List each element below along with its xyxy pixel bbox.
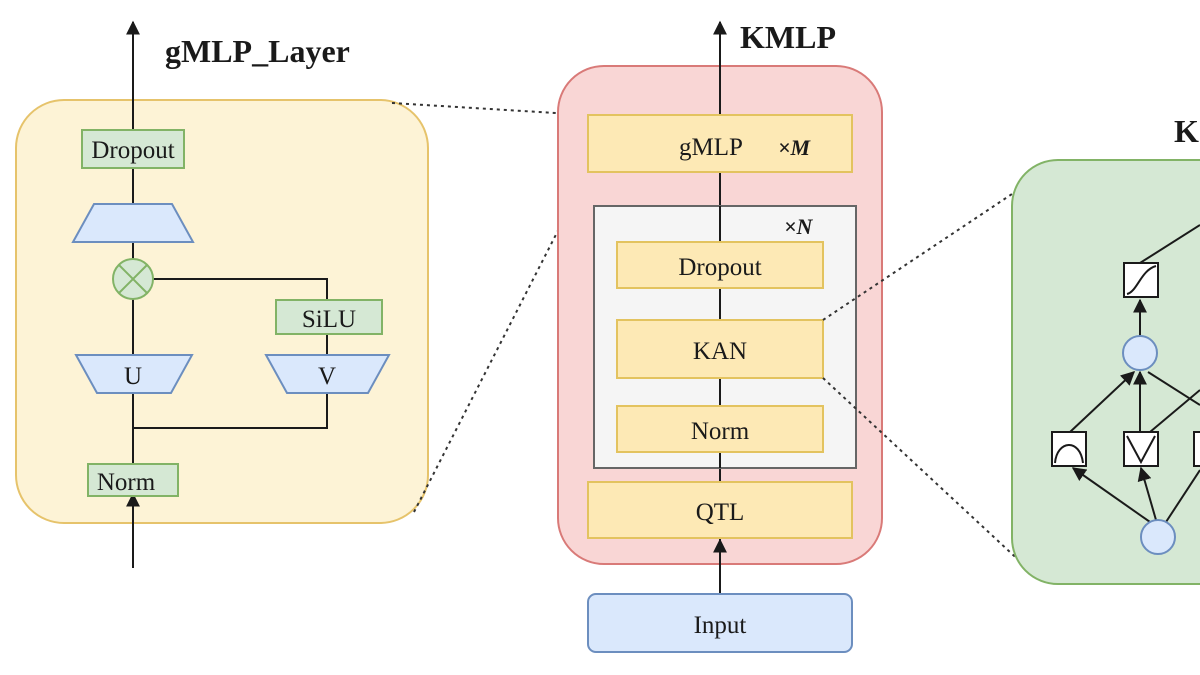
- kmlp-title: KMLP: [740, 19, 836, 55]
- kan-node: [1140, 519, 1176, 555]
- gmlp-layer-panel: gMLP_Layer Dropout SiLU U V Norm: [15, 20, 429, 568]
- gmlp-norm-box: [87, 463, 179, 497]
- kmlp-panel: KMLP gMLP ×M ×N Dropout KAN Norm QTL: [557, 19, 883, 594]
- kan-zoom-connector-bottom: [822, 377, 1041, 581]
- zoom-connector-top: [391, 102, 589, 116]
- gmlp-u-projection: [74, 354, 194, 394]
- multiply-icon: [118, 264, 148, 294]
- activation-curve-icon: [1126, 435, 1156, 465]
- kan-activation-box: [1051, 431, 1087, 467]
- gmlp-u-label: U: [124, 363, 142, 390]
- kan-edge: [1147, 371, 1200, 406]
- gmlp-v-label: V: [318, 363, 336, 390]
- kmlp-dropout-label: Dropout: [678, 254, 761, 281]
- kan-activation-box: [1193, 431, 1200, 467]
- activation-curve-icon: [1126, 265, 1157, 295]
- kmlp-gmlp-label: gMLP: [679, 134, 743, 161]
- kmlp-qtl-label: QTL: [696, 499, 745, 526]
- gmlp-dropout-label: Dropout: [91, 137, 174, 164]
- kmlp-input-block: [587, 593, 853, 653]
- kan-edge: [1139, 224, 1200, 264]
- kmlp-inner-repeat: ×N: [784, 214, 814, 239]
- kmlp-qtl-block: [587, 481, 853, 539]
- kmlp-gmlp-repeat: ×M: [778, 135, 812, 160]
- gmlp-dropout-box: [81, 129, 185, 169]
- kmlp-dropout-block: [616, 241, 824, 289]
- gmlp-layer-title: gMLP_Layer: [165, 33, 350, 69]
- zoom-connector-bottom: [413, 171, 589, 513]
- gmlp-v-projection: [264, 354, 391, 394]
- kan-node: [1122, 335, 1158, 371]
- kan-background: [1011, 159, 1200, 585]
- gmlp-gate-link: [153, 278, 328, 300]
- kmlp-input-label: Input: [694, 612, 747, 639]
- gmlp-silu-label: SiLU: [302, 306, 356, 333]
- kan-edge: [1069, 371, 1136, 433]
- kan-edge: [1071, 467, 1151, 523]
- kan-edge: [1165, 469, 1200, 523]
- kmlp-norm-label: Norm: [691, 418, 750, 445]
- kan-edge: [1137, 466, 1157, 521]
- kan-zoom-connector-top: [822, 161, 1061, 321]
- activation-curve-icon: [1054, 444, 1084, 464]
- kmlp-norm-block: [616, 405, 824, 453]
- kmlp-kan-block: [616, 319, 824, 379]
- gmlp-norm-label: Norm: [97, 469, 156, 496]
- kmlp-gmlp-block: [587, 114, 853, 173]
- kmlp-kan-label: KAN: [693, 338, 747, 365]
- kan-title: K: [1174, 113, 1199, 149]
- kan-panel: K: [1011, 113, 1200, 585]
- kan-edge: [1149, 389, 1200, 433]
- gmlp-silu-box: [275, 299, 383, 335]
- gmlp-output-projection: [71, 203, 195, 243]
- gmlp-v-branch: [133, 393, 328, 429]
